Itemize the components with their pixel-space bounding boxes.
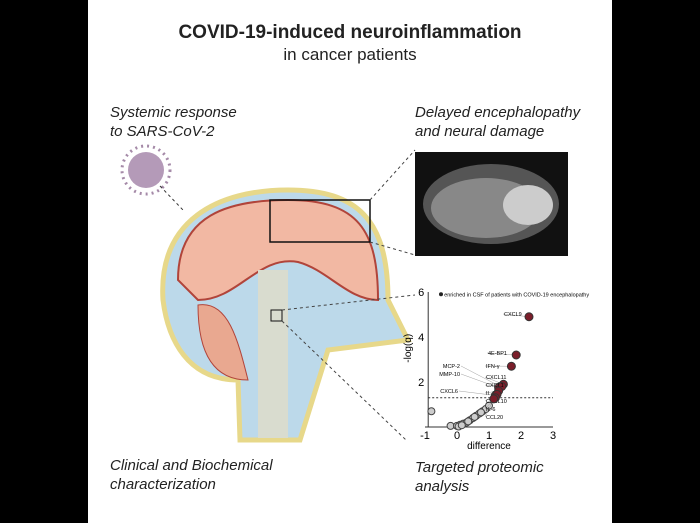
- y-tick-label: 6: [418, 287, 424, 299]
- x-tick-label: -1: [420, 430, 430, 442]
- enriched-point: [524, 312, 534, 322]
- enriched-point: [506, 361, 516, 371]
- data-point: [427, 407, 436, 416]
- x-tick-label: 1: [486, 430, 492, 442]
- x-axis-label: difference: [467, 441, 511, 452]
- point-label: CXCL11: [486, 375, 506, 381]
- label-leader: [460, 365, 501, 387]
- data-point: [477, 408, 485, 417]
- y-tick-label: 2: [418, 377, 424, 389]
- label-leader: [458, 390, 496, 396]
- data-point: [470, 412, 479, 421]
- point-label: CXCL6: [440, 389, 458, 395]
- label-leader: [460, 373, 499, 388]
- point-label: IL-8: [486, 391, 495, 397]
- y-axis-label: -log(q): [403, 334, 414, 363]
- zoom-box-csf: [270, 309, 283, 322]
- point-label: 4E-BP1: [488, 351, 507, 357]
- brain-sagittal: [160, 187, 412, 443]
- zoom-box-cortex: [269, 199, 371, 243]
- point-label: IFN-γ: [486, 364, 500, 370]
- legend-marker: [439, 292, 443, 297]
- graphical-abstract: -1 0 1 2 3 2 4 6 difference -log(q) enriched in CS…: [88, 0, 612, 523]
- data-point: [464, 417, 473, 426]
- enriched-point: [511, 350, 521, 360]
- point-label: CCL20: [486, 415, 503, 421]
- point-label: CXCL9: [504, 312, 522, 318]
- x-tick-label: 2: [518, 430, 524, 442]
- subtitle: in cancer patients: [283, 45, 417, 64]
- point-label: MMP-10: [439, 372, 460, 378]
- virus-icon: [120, 144, 172, 196]
- label-leader: [486, 352, 517, 356]
- title: COVID-19-induced neuroinflammation: [178, 22, 522, 43]
- legend-text: enriched in CSF of patients with COVID-1…: [444, 292, 589, 298]
- x-tick-label: 3: [550, 430, 556, 442]
- arrow: [159, 185, 184, 211]
- x-tick-label: 0: [454, 430, 460, 442]
- illustration: -1 0 1 2 3 2 4 6 difference -log(q) enriched in CS…: [120, 144, 589, 452]
- enriched-point: [489, 394, 499, 404]
- point-label: IL-6: [486, 407, 495, 413]
- point-label: MCP-2: [443, 364, 460, 370]
- volcano-plot: -1 0 1 2 3 2 4 6 difference -log(q) enriched in CS…: [403, 287, 589, 452]
- y-tick-label: 4: [418, 332, 424, 344]
- point-label: CXCL1: [486, 383, 504, 389]
- data-point: [457, 421, 466, 430]
